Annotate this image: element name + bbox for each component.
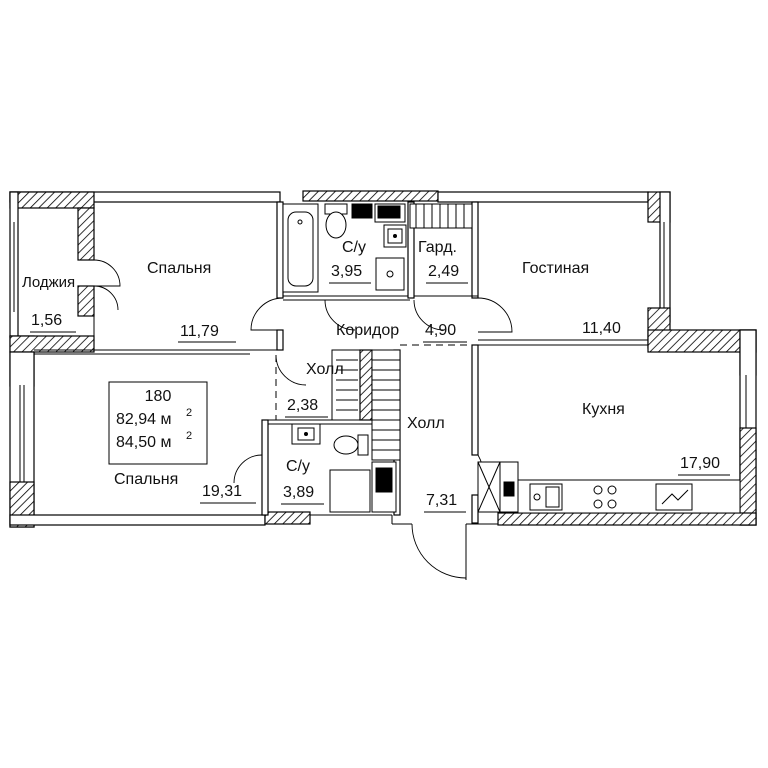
room-area-bath2: 3,89 <box>283 484 314 501</box>
apartment-info-box: 180 82,94 м 2 84,50 м 2 <box>108 381 208 465</box>
room-name-corridor: Коридор <box>336 322 399 339</box>
interior-walls <box>34 201 648 524</box>
exterior-walls <box>9 190 757 580</box>
room-area-hall1: 2,38 <box>287 397 318 414</box>
doors <box>93 259 513 579</box>
room-name-wardrobe: Гард. <box>418 239 457 256</box>
area-total: 84,50 м <box>116 434 171 451</box>
room-name-hall1: Холл <box>306 361 344 378</box>
room-area-wardrobe: 2,49 <box>428 263 459 280</box>
room-area-bedroom1: 11,79 <box>180 323 219 340</box>
room-name-bath2: С/у <box>286 458 310 475</box>
room-area-corridor: 4,90 <box>425 322 456 339</box>
room-area-kitchen: 17,90 <box>680 455 720 472</box>
room-name-living: Гостиная <box>522 260 589 277</box>
apartment-number: 180 <box>145 388 172 405</box>
room-labels: Лоджия 1,56 Спальня 11,79 С/у 3,95 Гард.… <box>22 239 730 513</box>
room-name-hall2: Холл <box>407 415 445 432</box>
room-name-bath1: С/у <box>342 239 366 256</box>
room-area-loggia: 1,56 <box>31 312 62 329</box>
room-area-bath1: 3,95 <box>331 263 362 280</box>
room-name-loggia: Лоджия <box>22 274 75 291</box>
room-area-hall2: 7,31 <box>426 492 457 509</box>
room-area-bedroom2: 19,31 <box>202 483 242 500</box>
room-name-kitchen: Кухня <box>582 401 625 418</box>
room-name-bedroom1: Спальня <box>147 260 211 277</box>
area-living-sup: 2 <box>186 407 192 419</box>
area-total-sup: 2 <box>186 430 192 442</box>
fixtures <box>282 203 741 514</box>
area-living: 82,94 м <box>116 411 171 428</box>
room-area-living: 11,40 <box>582 320 621 337</box>
room-name-bedroom2: Спальня <box>114 471 178 488</box>
